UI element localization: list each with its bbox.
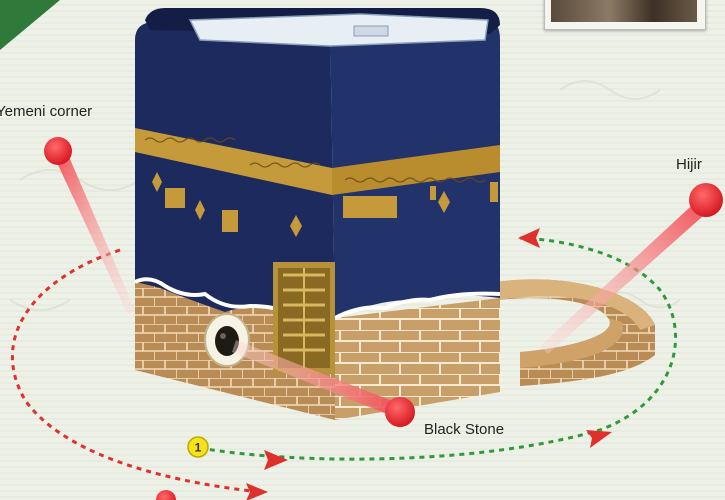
- marker-dot-icon: [689, 183, 723, 217]
- marker-dot-icon: [44, 137, 72, 165]
- marker-dot-icon: [385, 397, 415, 427]
- photo-inset: [544, 0, 706, 30]
- kaaba-door: [273, 262, 335, 374]
- photo-inset-image: [551, 0, 697, 22]
- label-black-stone: Black Stone: [424, 421, 504, 438]
- label-yemeni-corner: Yemeni corner: [0, 103, 92, 120]
- step-badge-number: 1: [195, 441, 202, 455]
- roof-vent: [354, 26, 388, 36]
- black-stone: [205, 314, 249, 366]
- step-badge: 1: [188, 437, 208, 457]
- label-hijir: Hijir: [676, 156, 702, 173]
- kaaba-roof-top: [190, 14, 488, 46]
